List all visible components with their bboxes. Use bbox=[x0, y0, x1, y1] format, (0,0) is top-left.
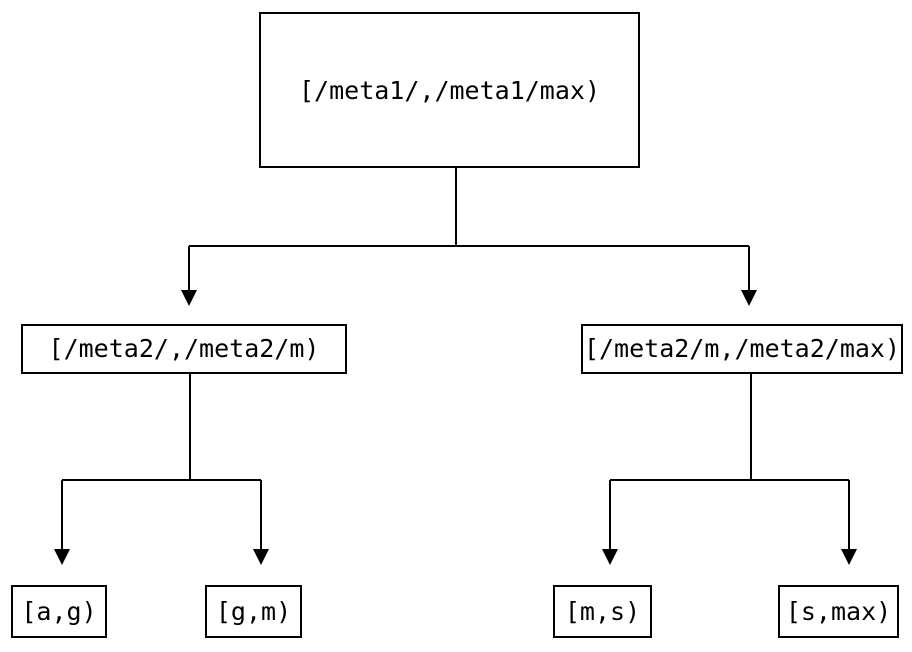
node-leaf-s-max-label: [s,max) bbox=[786, 597, 891, 626]
arrow-head-mid-left bbox=[181, 290, 197, 306]
edge-group-mid-left bbox=[54, 374, 269, 565]
node-mid-left[interactable]: [/meta2/,/meta2/m) bbox=[20, 323, 348, 375]
arrow-head-leaf-g-m bbox=[253, 549, 269, 565]
node-leaf-a-g[interactable]: [a,g) bbox=[10, 584, 108, 639]
node-leaf-a-g-box[interactable] bbox=[10, 584, 108, 639]
node-leaf-m-s-box[interactable] bbox=[552, 584, 653, 639]
node-leaf-g-m[interactable]: [g,m) bbox=[204, 584, 303, 639]
node-mid-right-label: [/meta2/m,/meta2/max) bbox=[584, 334, 900, 363]
node-mid-left-box[interactable] bbox=[20, 323, 348, 375]
edge-group-root bbox=[181, 168, 757, 306]
node-leaf-m-s-label: [m,s) bbox=[565, 597, 640, 626]
node-leaf-a-g-label: [a,g) bbox=[21, 597, 96, 626]
node-leaf-g-m-label: [g,m) bbox=[216, 597, 291, 626]
node-mid-right-box[interactable] bbox=[580, 323, 904, 375]
arrow-head-leaf-m-s bbox=[602, 549, 618, 565]
node-leaf-s-max[interactable]: [s,max) bbox=[777, 584, 900, 639]
node-leaf-g-m-box[interactable] bbox=[204, 584, 303, 639]
node-leaf-m-s[interactable]: [m,s) bbox=[552, 584, 653, 639]
arrow-head-leaf-s-max bbox=[841, 549, 857, 565]
node-root-label: [/meta1/,/meta1/max) bbox=[299, 76, 600, 105]
node-root[interactable]: [/meta1/,/meta1/max) bbox=[258, 11, 641, 169]
node-mid-right[interactable]: [/meta2/m,/meta2/max) bbox=[580, 323, 904, 375]
node-mid-left-label: [/meta2/,/meta2/m) bbox=[49, 334, 320, 363]
arrow-head-leaf-a-g bbox=[54, 549, 70, 565]
node-leaf-s-max-box[interactable] bbox=[777, 584, 900, 639]
arrow-head-mid-right bbox=[741, 290, 757, 306]
edge-group-mid-right bbox=[602, 374, 857, 565]
node-root-box[interactable] bbox=[258, 11, 641, 169]
